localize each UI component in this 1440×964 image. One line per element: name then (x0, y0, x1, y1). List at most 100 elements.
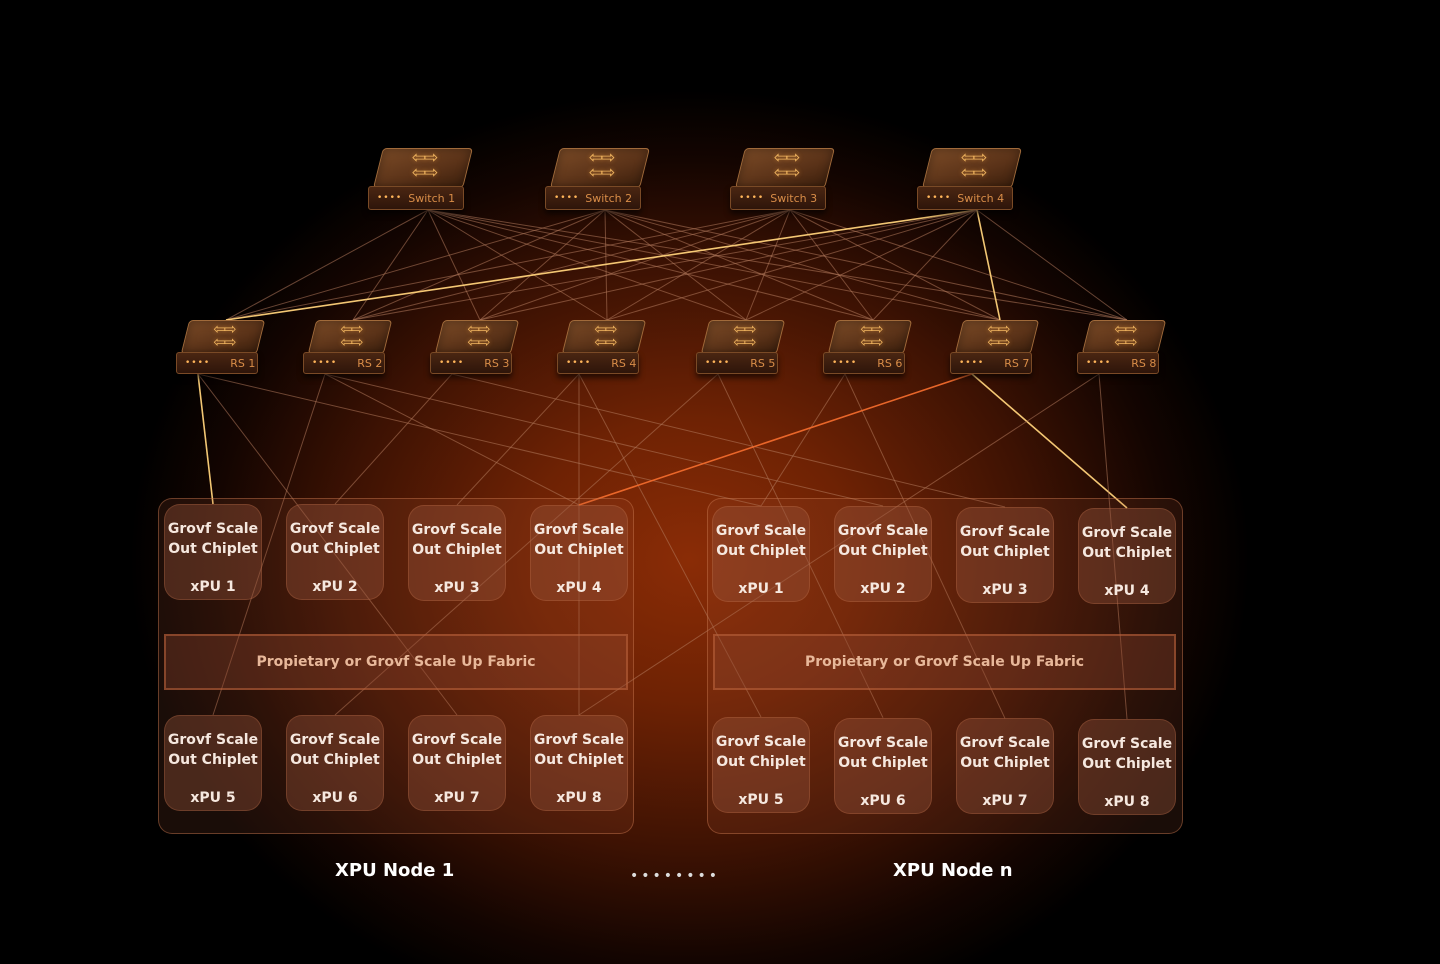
scale-up-fabric: Propietary or Grovf Scale Up Fabric (164, 634, 628, 690)
spine-link (225, 209, 606, 321)
bidirectional-arrows-icon: ⇦⇨⇦⇨ (411, 148, 439, 183)
spine-link (789, 209, 1001, 321)
rack-switch-3: ⇦⇨⇦⇨••••RS 3 (430, 320, 520, 378)
xpu-label: xPU 6 (312, 790, 358, 806)
spine-link (352, 209, 606, 321)
xpu-label: xPU 1 (190, 579, 236, 595)
xpu-label: xPU 8 (1104, 794, 1150, 811)
spine-switch-3: ⇦⇨⇦⇨ •••• Switch 3 (730, 148, 835, 214)
switch-label: Switch 3 (770, 191, 818, 205)
leaf-link (334, 373, 719, 716)
chiplet-title: Grovf Scale Out Chiplet (167, 521, 259, 557)
status-leds: •••• (377, 193, 403, 203)
switch-label: RS 2 (357, 356, 383, 370)
more-nodes-ellipsis: •••••••• (630, 868, 721, 884)
status-leds: •••• (739, 193, 765, 203)
xpu-node-1-container (158, 498, 634, 834)
leaf-link (197, 373, 762, 507)
spine-link (976, 209, 1001, 321)
spine-link (604, 209, 1001, 321)
switch-label: RS 7 (1004, 356, 1030, 370)
switch-front: ••••RS 5 (696, 352, 778, 374)
xpu-label: xPU 6 (860, 792, 906, 809)
leaf-link (456, 373, 580, 506)
xpu-label: xPU 3 (434, 580, 480, 596)
scale-out-chiplet: Grovf Scale Out Chiplet xPU 6 (286, 715, 384, 811)
status-leds: •••• (926, 193, 952, 203)
switch-front: •••• RS 1 (176, 352, 258, 374)
chiplet-title: Grovf Scale Out Chiplet (289, 732, 381, 768)
switch-front: •••• RS 2 (303, 352, 385, 374)
leaf-link (717, 373, 884, 718)
status-leds: •••• (185, 358, 211, 368)
status-leds: •••• (439, 358, 465, 368)
bidirectional-arrows-icon: ⇦⇨⇦⇨ (594, 320, 617, 351)
chiplet-title: Grovf Scale Out Chiplet (1081, 736, 1173, 773)
leaf-link (451, 373, 1006, 508)
rack-switch-8: ⇦⇨⇦⇨••••RS 8 (1077, 320, 1167, 378)
spine-switch-4: ⇦⇨⇦⇨••••Switch 4 (917, 148, 1022, 214)
spine-link (352, 209, 791, 321)
switch-label: RS 1 (230, 356, 256, 370)
spine-link (604, 209, 874, 321)
switch-front: ••••RS 3 (430, 352, 512, 374)
status-leds: •••• (705, 358, 731, 368)
switch-label: RS 6 (877, 356, 903, 370)
rack-switch-1: ⇦⇨⇦⇨•••• RS 1 (176, 320, 266, 378)
bidirectional-arrows-icon: ⇦⇨⇦⇨ (213, 320, 236, 351)
bidirectional-arrows-icon: ⇦⇨⇦⇨ (1114, 320, 1137, 351)
bidirectional-arrows-icon: ⇦⇨⇦⇨ (773, 148, 801, 183)
switch-front: ••••RS 6 (823, 352, 905, 374)
spine-link (789, 209, 874, 321)
bidirectional-arrows-icon: ⇦⇨⇦⇨ (860, 320, 883, 351)
xpu-label: xPU 8 (556, 790, 602, 806)
bidirectional-arrows-icon: ⇦⇨⇦⇨ (467, 320, 490, 351)
leaf-link (324, 373, 580, 506)
xpu-label: xPU 5 (190, 790, 236, 806)
leaf-link (578, 373, 762, 718)
leaf-link (212, 373, 326, 716)
spine-link (479, 209, 606, 321)
switch-front: ••••Switch 1 (368, 186, 464, 210)
status-leds: •••• (959, 358, 985, 368)
leaf-link (578, 373, 973, 506)
chiplet-title: Grovf Scale Out Chiplet (959, 524, 1051, 560)
rack-switch-5: ⇦⇨⇦⇨••••RS 5 (696, 320, 786, 378)
xpu-label: xPU 5 (738, 792, 784, 808)
spine-link (976, 209, 1128, 321)
leaf-link (971, 373, 1128, 509)
status-leds: •••• (312, 358, 338, 368)
xpu-label: xPU 7 (982, 793, 1028, 810)
rack-switch-6: ⇦⇨⇦⇨••••RS 6 (823, 320, 913, 378)
chiplet-title: Grovf Scale Out Chiplet (1081, 525, 1173, 561)
switch-front: ••••RS 8 (1077, 352, 1159, 374)
leaf-link (197, 373, 214, 505)
leaf-link (578, 373, 1100, 716)
leaf-link (334, 373, 453, 505)
spine-link (745, 209, 978, 321)
status-leds: •••• (1086, 358, 1112, 368)
spine-link (427, 209, 747, 321)
chiplet-title: Grovf Scale Out Chiplet (533, 522, 625, 558)
spine-link (604, 209, 747, 321)
spine-link (479, 209, 978, 321)
spine-link (427, 209, 874, 321)
rack-switch-7: ⇦⇨⇦⇨••••RS 7 (950, 320, 1040, 378)
xpu-node-2-container (707, 498, 1183, 834)
xpu-label: xPU 2 (312, 579, 358, 595)
spine-link (606, 209, 978, 321)
bidirectional-arrows-icon: ⇦⇨⇦⇨ (960, 148, 988, 183)
spine-link (872, 209, 978, 321)
spine-switch-1: ⇦⇨⇦⇨ ••••Switch 1 (368, 148, 473, 214)
scale-out-chiplet: Grovf Scale Out Chiplet xPU 7 (956, 718, 1054, 815)
chiplet-title: Grovf Scale Out Chiplet (959, 735, 1051, 772)
chiplet-title: Grovf Scale Out Chiplet (837, 523, 929, 559)
spine-link (427, 209, 608, 321)
